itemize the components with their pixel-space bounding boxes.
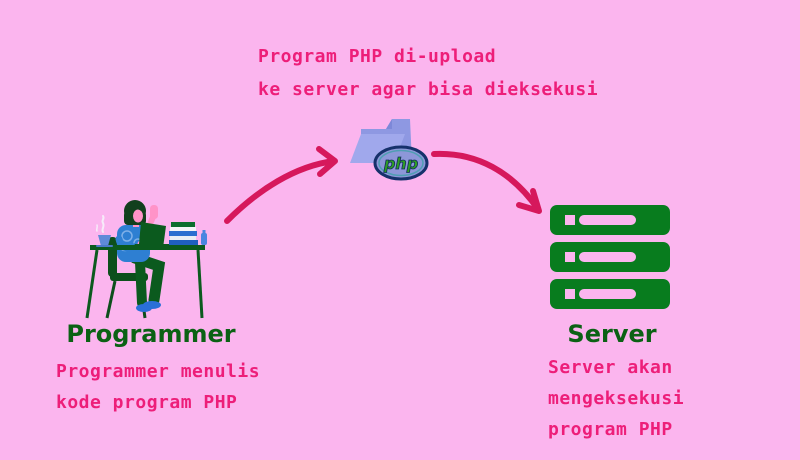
shoe-icon bbox=[136, 304, 152, 312]
server-icon bbox=[550, 205, 670, 309]
person-raised-hand bbox=[150, 205, 158, 219]
programmer-note-line2: kode program PHP bbox=[56, 392, 238, 413]
book-stack-icon bbox=[169, 222, 198, 245]
php-logo-label: php bbox=[383, 154, 418, 173]
server-units bbox=[550, 205, 670, 309]
person-legs bbox=[129, 252, 166, 308]
programmer-label: Programmer bbox=[66, 320, 236, 348]
upload-arrow-icon bbox=[224, 146, 338, 224]
php-folder-icon: php bbox=[350, 119, 429, 181]
upload-note-line2: ke server agar bisa dieksekusi bbox=[258, 79, 599, 100]
programmer-note-line1: Programmer menulis bbox=[56, 361, 261, 382]
laptop-icon bbox=[132, 222, 172, 249]
server-label: Server bbox=[567, 320, 657, 348]
coffee-cup-icon bbox=[95, 215, 113, 247]
server-note-line3: program PHP bbox=[548, 419, 673, 440]
person-fringe bbox=[129, 203, 143, 213]
person-face bbox=[133, 209, 143, 223]
bottle-icon bbox=[201, 230, 207, 245]
programmer-illustration bbox=[85, 200, 207, 319]
programmer-note: Programmer menulis kode program PHP bbox=[56, 356, 260, 418]
server-note-line2: mengeksekusi bbox=[548, 388, 685, 409]
server-note-line1: Server akan bbox=[548, 357, 673, 378]
folder-fold-detail bbox=[386, 119, 392, 129]
php-logo: php bbox=[373, 145, 429, 181]
server-note: Server akan mengeksekusi program PHP bbox=[548, 352, 684, 445]
execute-arrow-icon bbox=[431, 150, 542, 214]
upload-note: Program PHP di-upload ke server agar bis… bbox=[258, 40, 598, 106]
upload-note-line1: Program PHP di-upload bbox=[258, 46, 497, 67]
